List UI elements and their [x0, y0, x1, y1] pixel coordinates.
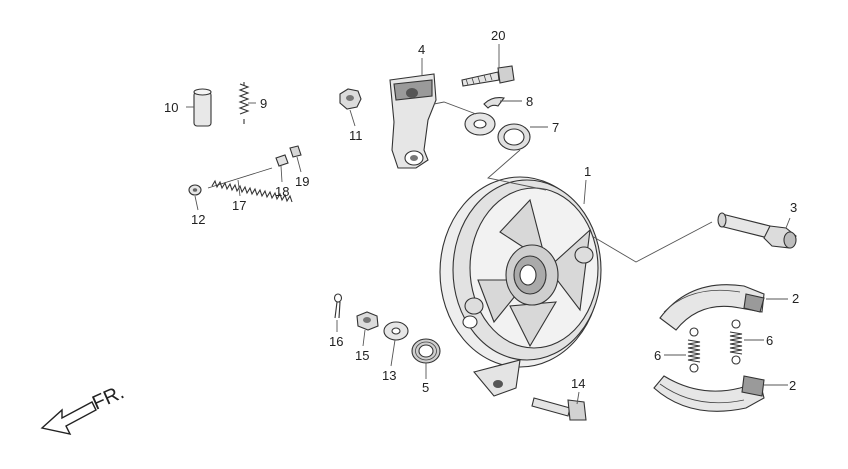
part-5-bearing	[411, 338, 441, 364]
callout-3: 3	[790, 200, 797, 215]
part-17-long-spring	[207, 167, 293, 203]
callout-11: 11	[349, 128, 363, 143]
part-9-spring	[238, 82, 250, 124]
callout-14: 14	[571, 376, 585, 391]
part-6-shoe-spring-right	[729, 319, 743, 365]
front-direction-indicator: FR.	[40, 381, 127, 435]
front-arrow-icon	[40, 401, 97, 435]
part-2-brake-shoe-upper	[659, 284, 765, 331]
callout-12: 12	[191, 212, 205, 227]
part-15-nut	[356, 311, 379, 331]
callout-2-lower: 2	[789, 378, 796, 393]
direction-label: FR.	[89, 381, 127, 414]
callout-10: 10	[164, 100, 178, 115]
part-16-cotter-pin	[333, 293, 343, 319]
callout-7: 7	[552, 120, 559, 135]
callout-6-left: 6	[654, 348, 661, 363]
callout-17: 17	[232, 198, 246, 213]
part-13-washer	[383, 321, 409, 341]
callout-13: 13	[382, 368, 396, 383]
callout-labels: 1 2 2 3 4 5 6 6 7 8 9 10 11 12 13 14 15 …	[164, 28, 799, 395]
callout-15: 15	[355, 348, 369, 363]
part-20-bolt	[461, 65, 515, 87]
callout-9: 9	[260, 96, 267, 111]
callout-8: 8	[526, 94, 533, 109]
part-12-washer	[188, 184, 202, 196]
part-6-shoe-spring-left	[687, 327, 701, 373]
part-14-anchor-bolt	[531, 397, 587, 421]
part-18-pin	[275, 154, 289, 167]
callout-20: 20	[491, 28, 505, 43]
callout-16: 16	[329, 334, 343, 349]
part-8-washer	[464, 112, 496, 136]
part-8-wear-indicator	[483, 97, 505, 109]
callout-1: 1	[584, 164, 591, 179]
part-10-sleeve	[193, 88, 212, 127]
callout-2-upper: 2	[792, 291, 799, 306]
callout-19: 19	[295, 174, 309, 189]
leader-lines	[186, 44, 791, 405]
part-11-nut	[339, 88, 362, 110]
part-3-brake-cam	[717, 212, 797, 249]
part-1-brake-panel	[439, 176, 602, 397]
part-7-seal-ring	[497, 123, 531, 151]
part-2-brake-shoe-lower	[653, 375, 765, 412]
callout-5: 5	[422, 380, 429, 395]
callout-6-right: 6	[766, 333, 773, 348]
callout-18: 18	[275, 184, 289, 199]
part-19-cap	[289, 145, 302, 158]
part-4-brake-arm	[389, 73, 437, 169]
callout-4: 4	[418, 42, 425, 57]
